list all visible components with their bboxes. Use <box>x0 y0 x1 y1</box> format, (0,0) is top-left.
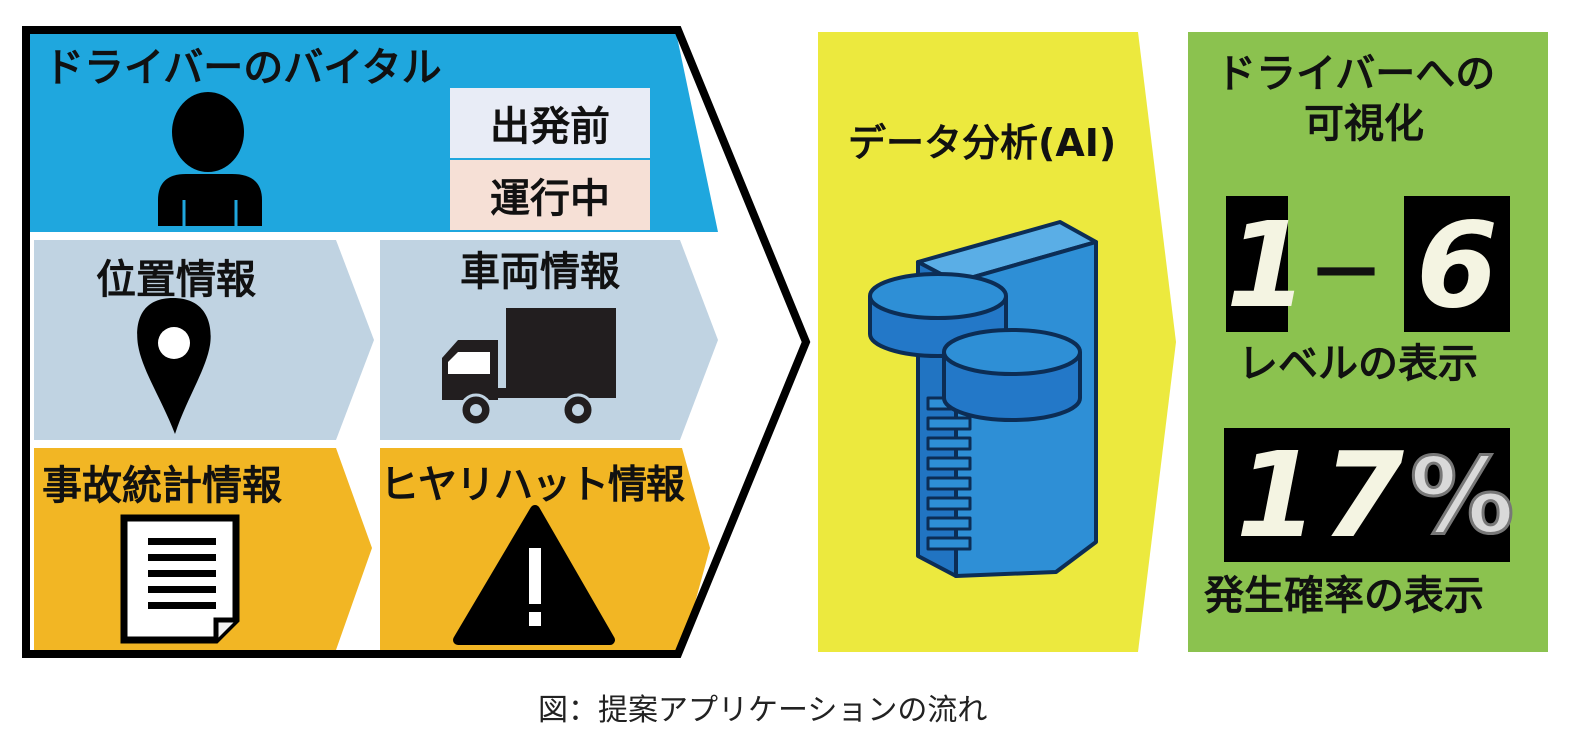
visualization-panel <box>1188 32 1548 652</box>
accident-stats-label: 事故統計情報 <box>42 463 282 509</box>
while-driving-label: 運行中 <box>450 160 650 230</box>
driver-icon <box>158 92 262 226</box>
server-database-icon <box>868 220 1098 578</box>
level-to-digit: 6 <box>1415 196 1499 334</box>
probability-display <box>1224 428 1510 562</box>
analysis-panel <box>818 32 1176 652</box>
document-icon <box>120 514 240 644</box>
location-label: 位置情報 <box>96 257 256 303</box>
warning-icon <box>453 505 615 645</box>
probability-unit: % <box>1409 435 1516 557</box>
probability-label: 発生確率の表示 <box>1204 573 1484 619</box>
input-panel-outline <box>22 26 811 658</box>
figure-caption: 図：提案アプリケーションの流れ <box>538 693 988 728</box>
vitals-title: ドライバーのバイタル <box>44 45 442 91</box>
level-to-display <box>1404 196 1510 332</box>
input-panel <box>22 26 811 658</box>
level-from-display <box>1226 196 1288 332</box>
probability-value: 17 <box>1235 426 1409 564</box>
level-from-digit: 1 <box>1226 196 1309 334</box>
analysis-title: データ分析(AI) <box>848 121 1117 165</box>
before-departure-label: 出発前 <box>450 88 650 158</box>
near-miss-label: ヒヤリハット情報 <box>380 463 685 508</box>
location-pin-icon <box>137 298 211 434</box>
visualization-title-line2: 可視化 <box>1304 101 1424 147</box>
visualization-title-line1: ドライバーへの <box>1216 51 1496 97</box>
truck-icon <box>442 308 616 427</box>
level-label: レベルの表示 <box>1238 341 1478 387</box>
level-dash: — <box>1314 231 1378 305</box>
vehicle-label: 車両情報 <box>460 249 620 295</box>
